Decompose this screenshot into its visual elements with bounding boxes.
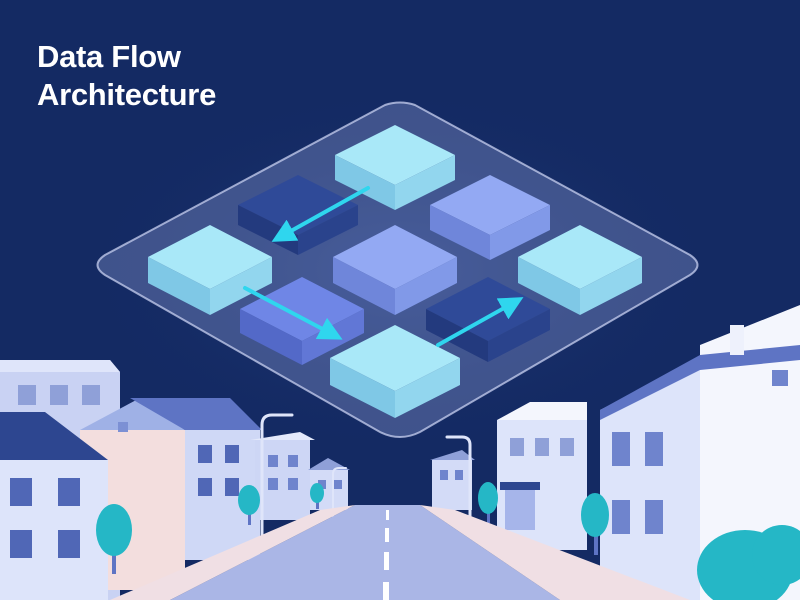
data-flow-arrow (271, 186, 370, 242)
buildings-right (430, 305, 800, 600)
tree (310, 483, 324, 509)
tree (697, 525, 800, 600)
grid-tile (335, 125, 455, 210)
buildings-left (0, 360, 350, 600)
data-flow-arrow (436, 297, 524, 347)
building (250, 432, 315, 520)
grid-tile (238, 175, 358, 255)
title-line-2: Architecture (37, 77, 217, 112)
page-title: Data Flow Architecture (37, 38, 216, 114)
grid-tile (333, 225, 457, 315)
road (110, 505, 690, 600)
building (497, 402, 587, 550)
grid-tile (330, 325, 460, 418)
road-center-line (383, 510, 389, 600)
data-flow-arrow (243, 286, 343, 340)
street-lamp (260, 413, 347, 547)
title-line-1: Data Flow (37, 39, 181, 74)
street-lamp (445, 435, 472, 532)
tree (238, 485, 260, 525)
tree (478, 482, 498, 523)
tree (96, 504, 132, 574)
building (0, 412, 108, 600)
building (430, 450, 475, 510)
grid-tile (148, 225, 272, 315)
data-flow-arrows (243, 186, 524, 347)
grid-tile (430, 175, 550, 260)
grid-tile (518, 225, 642, 315)
isometric-grid-platform (96, 101, 699, 438)
tree (581, 493, 609, 555)
